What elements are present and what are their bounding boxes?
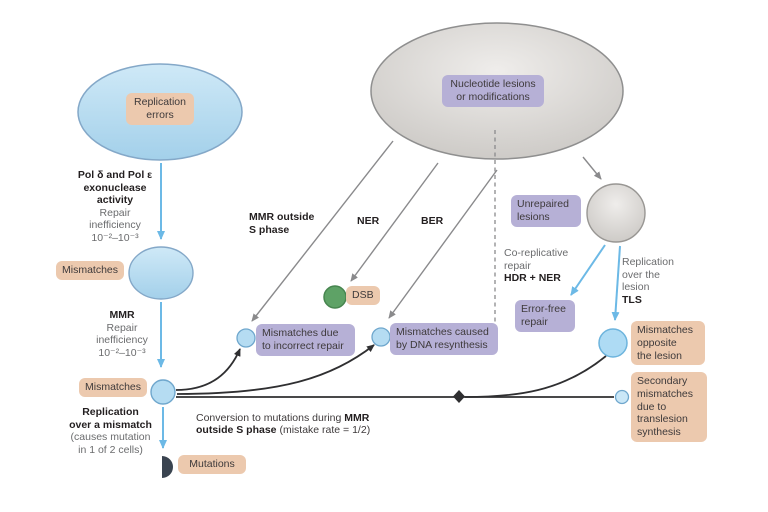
gray-arrows [251,140,602,322]
incorrect-repair-node [236,328,256,348]
ner-text: NER [357,215,380,227]
dsb-node [323,285,347,309]
co-replicative-gray-text: Co-replicative repair [504,247,569,272]
unrepaired-lesions-box: Unrepaired lesions [511,195,581,227]
curve-from-opposite-lesion [464,355,607,398]
mutations-box: Mutations [178,455,246,474]
mismatches-opposite-box: Mismatches opposite the lesion [631,321,705,366]
replication-over-mismatch-label: Replication over a mismatch (causes muta… [59,406,162,456]
secondary-mismatches-node [614,389,630,405]
ber-text: BER [421,215,444,227]
dsb-box: DSB [346,286,380,305]
replication-errors-box: Replication errors [126,93,194,125]
replication-over-lesion-gray-text: Replication over the lesion [622,256,674,294]
conversion-label: Conversion to mutations during MMR outsi… [196,399,398,437]
mmr-outside-arrow [251,140,394,322]
junction-diamond [453,390,465,403]
conversion-post-text: (mistake rate = 1/2) [276,424,371,437]
co-replicative-repair-label: Co-replicative repair HDR + NER [504,247,568,285]
replication-over-mismatch-bold-text: Replication over a mismatch [69,406,152,431]
mmr-gray-text: Repair inefficiency 10⁻²–10⁻³ [96,321,148,359]
tls-arrow [611,245,621,321]
mutations-half-disc [162,456,173,478]
curve-to-resynthesis [176,344,375,395]
conversion-lines [175,344,614,398]
ber-label: BER [421,215,443,228]
mismatches-box-1: Mismatches [56,261,124,280]
replication-over-mismatch-gray-text: (causes mutation in 1 of 2 cells) [70,431,151,456]
mismatches-resynthesis-box: Mismatches caused by DNA resynthesis [390,323,498,355]
pol-activity-bold-text: Pol δ and Pol ε exonuclease activity [77,169,153,207]
mismatches-box-2: Mismatches [79,378,147,397]
co-replicative-arrow [570,244,606,296]
pol-activity-gray-text: Repair inefficiency 10⁻²–10⁻³ [89,206,141,244]
conversion-pre-text: Conversion to mutations during [196,411,345,424]
ner-arrow [350,162,439,282]
nucleotide-lesions-box: Nucleotide lesions or modifications [442,75,544,107]
ber-arrow [388,169,498,319]
tls-text: TLS [622,293,642,306]
curve-to-incorrect-repair [175,348,241,391]
replication-over-lesion-label: Replication over the lesion TLS [622,256,674,306]
ner-label: NER [357,215,379,228]
mmr-label: MMR Repair inefficiency 10⁻²–10⁻³ [74,309,170,359]
unrepaired-lesions-pool [586,183,646,243]
pol-activity-label: Pol δ and Pol ε exonuclease activity Rep… [67,169,163,245]
conversion-bold-text: MMR outside S phase [196,411,370,437]
to-unrepaired-arrow [582,156,602,180]
mismatches-node [150,379,176,405]
mismatches-pool [128,246,194,300]
mmr-outside-s-phase-text: MMR outside S phase [249,211,315,236]
opposite-lesion-node [598,328,628,358]
error-free-repair-box: Error-free repair [515,300,575,332]
mmr-outside-s-phase-label: MMR outside S phase [249,211,314,236]
mmr-bold-text: MMR [109,309,135,321]
mismatches-incorrect-box: Mismatches due to incorrect repair [256,324,355,356]
secondary-mismatches-box: Secondary mismatches due to translesion … [631,372,707,442]
co-replicative-bold-text: HDR + NER [504,272,561,285]
blue-arrows [157,163,621,449]
resynthesis-node [371,327,391,347]
